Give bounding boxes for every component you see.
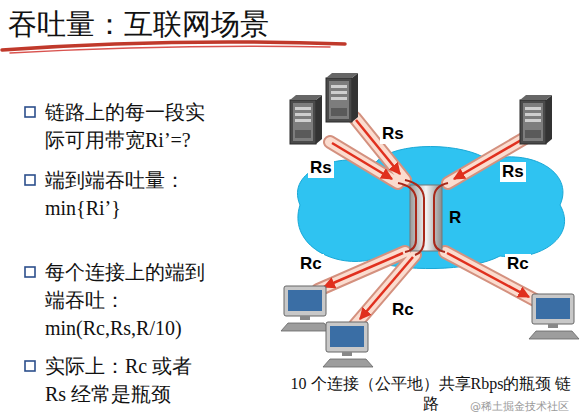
bullet-square [25,107,35,117]
pc-icon [529,294,579,339]
title-underline [10,46,330,53]
link-rate-label: Rs [308,158,334,178]
server-icon [326,73,358,122]
flow-path [434,183,448,252]
bullet-square [25,267,35,277]
bullet-text: 每个连接上的端到端吞吐：min(Rc,Rs,R/10) [45,258,217,342]
pc-icon [323,322,373,367]
bullet-text: 链路上的每一段实际可用带宽Ri’=? [45,98,217,154]
link-rate-label: Rs [500,162,526,182]
server-icon [520,95,552,144]
link-rate-label: Rc [298,254,324,274]
flow-path [398,183,416,252]
link-rate-label: R [447,208,463,228]
internet-cloud [297,147,564,269]
link-tube [318,118,535,325]
link-arrow [332,143,392,179]
bullet-square [25,175,35,185]
link-rate-label: Rc [390,300,416,320]
bullet-text: 端到端吞吐量：min{Ri’} [45,166,217,222]
flow-path [405,180,424,255]
server-icon [290,95,322,144]
watermark: @稀土掘金技术社区 [470,400,569,413]
slide-title: 吞吐量：互联网场景 [8,6,269,42]
link-arrows [324,120,529,319]
pc-icon [281,286,331,331]
flow-paths [398,180,448,255]
link-rate-label: Rc [505,254,531,274]
link-tube [318,118,535,325]
bullet-squares [25,107,35,371]
bullet-square [25,361,35,371]
link-rate-label: Rs [380,124,406,144]
bullet-text: 实际上：Rc 或者 Rs 经常是瓶颈 [45,352,197,408]
